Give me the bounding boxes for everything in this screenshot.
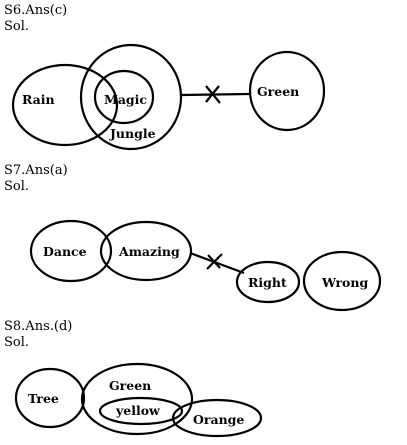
s7-answer-heading: S7.Ans(a) — [4, 163, 68, 178]
s7-amazing-circle — [99, 220, 193, 282]
s8-label-orange: Orange — [193, 412, 244, 427]
s7-venn-diagram: Dance Amazing Right Wrong — [29, 219, 382, 312]
s6-sol-label: Sol. — [4, 19, 30, 34]
s6-magic-circle — [93, 69, 155, 125]
s8-label-yellow: yellow — [115, 403, 161, 418]
s8-answer-heading: S8.Ans.(d) — [4, 319, 73, 334]
s6-label-rain: Rain — [22, 92, 55, 107]
s6-venn-diagram: Rain Magic Jungle Green — [11, 43, 326, 151]
s7-dance-circle — [29, 219, 113, 283]
s7-sol-label: Sol. — [4, 179, 30, 194]
s6-cross-mark-b — [205, 85, 220, 103]
s6-label-magic: Magic — [104, 92, 147, 107]
s8-venn-diagram: Tree Green yellow Orange — [14, 362, 263, 438]
s7-connector-line — [189, 251, 245, 275]
s7-right-circle — [235, 260, 301, 304]
s8-tree-circle — [14, 367, 86, 429]
s8-yellow-circle — [98, 396, 184, 426]
s6-answer-heading: S6.Ans(c) — [4, 3, 68, 18]
s6-label-jungle: Jungle — [109, 126, 156, 141]
s6-jungle-circle — [79, 43, 183, 151]
s8-label-green: Green — [109, 378, 151, 393]
s7-label-wrong: Wrong — [321, 275, 368, 290]
s7-label-dance: Dance — [43, 244, 87, 259]
s7-label-amazing: Amazing — [118, 244, 180, 259]
s7-cross-mark-b — [206, 253, 223, 270]
s8-orange-circle — [171, 398, 263, 438]
s6-rain-circle — [11, 63, 119, 147]
s6-label-green: Green — [257, 84, 299, 99]
s7-wrong-circle — [302, 250, 382, 312]
s8-label-tree: Tree — [28, 391, 59, 406]
s7-label-right: Right — [248, 275, 287, 290]
s8-sol-label: Sol. — [4, 335, 30, 350]
s6-green-circle — [248, 50, 326, 132]
s6-connector-line — [180, 92, 250, 97]
s8-green-circle — [80, 362, 194, 436]
